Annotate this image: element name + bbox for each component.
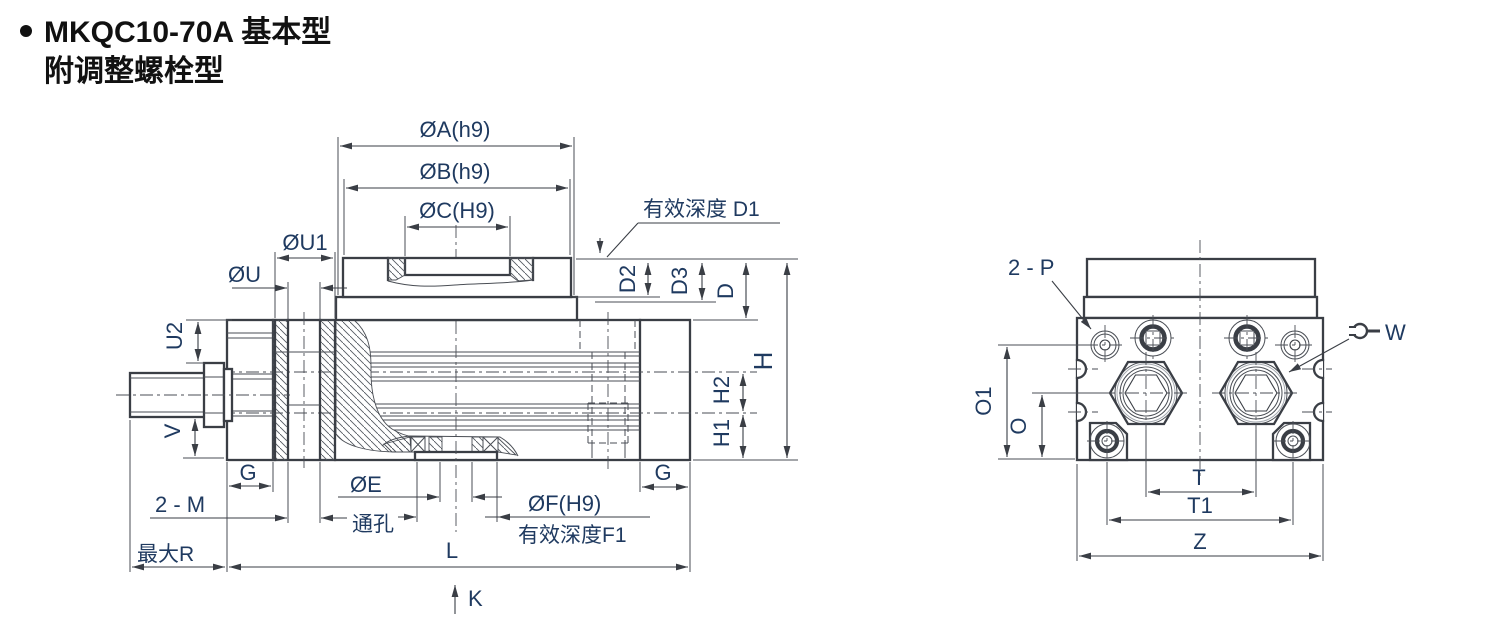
label-v: V: [160, 423, 185, 438]
label-d2: D2: [615, 265, 640, 293]
socket-screws-top: [1130, 315, 1270, 361]
label-dia-u1: ØU1: [282, 230, 327, 255]
label-max-r: 最大R: [137, 543, 194, 566]
label-k: K: [468, 586, 483, 611]
label-dia-e: ØE: [350, 472, 382, 497]
label-depth-f1: 有效深度F1: [518, 524, 627, 547]
label-depth-d1: 有效深度 D1: [643, 198, 760, 221]
bullet-icon: [20, 25, 32, 37]
label-h: H: [748, 352, 778, 371]
cushion-seal: [381, 435, 519, 462]
right-view: 2 - P W O1 O T T1 Z: [971, 240, 1406, 561]
label-z: Z: [1193, 529, 1206, 554]
label-dia-c: ØC(H9): [419, 198, 495, 223]
page-title: MKQC10-70A 基本型: [44, 16, 331, 49]
right-view-leaders: [1051, 280, 1380, 373]
wrench-icon: [1348, 322, 1380, 340]
label-l: L: [446, 538, 458, 563]
label-two-p: 2 - P: [1008, 255, 1054, 280]
right-view-dimensions: [998, 344, 1324, 561]
label-g-left: G: [239, 460, 256, 485]
label-o: O: [1006, 417, 1031, 434]
title-block: MKQC10-70A 基本型 附调整螺栓型: [20, 16, 331, 88]
label-d3: D3: [667, 267, 692, 295]
label-two-m: 2 - M: [155, 492, 205, 517]
adjustment-bolt: [116, 361, 290, 429]
left-view-dimensions: [129, 137, 798, 614]
label-t: T: [1192, 465, 1205, 490]
rotary-table: [334, 256, 579, 322]
socket-screws-bottom: [1087, 421, 1313, 461]
label-dia-u: ØU: [228, 262, 261, 287]
label-u2: U2: [162, 322, 187, 350]
label-w: W: [1385, 320, 1406, 345]
label-t1: T1: [1187, 493, 1213, 518]
label-d: D: [713, 283, 738, 299]
page-subtitle: 附调整螺栓型: [44, 55, 224, 88]
pin-holes: [1085, 325, 1315, 365]
left-view: ØA(h9) ØB(h9) ØC(H9) 有效深度 D1 ØU1 ØU U2 V…: [116, 117, 798, 614]
label-g-right: G: [654, 460, 671, 485]
label-h2: H2: [709, 376, 734, 404]
label-through-hole: 通孔: [352, 513, 394, 536]
label-dia-b: ØB(h9): [420, 159, 491, 184]
label-dia-f: ØF(H9): [528, 491, 601, 516]
cylinder-body: [222, 225, 757, 532]
label-h1: H1: [709, 419, 734, 447]
label-dia-a: ØA(h9): [420, 117, 491, 142]
label-o1: O1: [971, 386, 996, 415]
